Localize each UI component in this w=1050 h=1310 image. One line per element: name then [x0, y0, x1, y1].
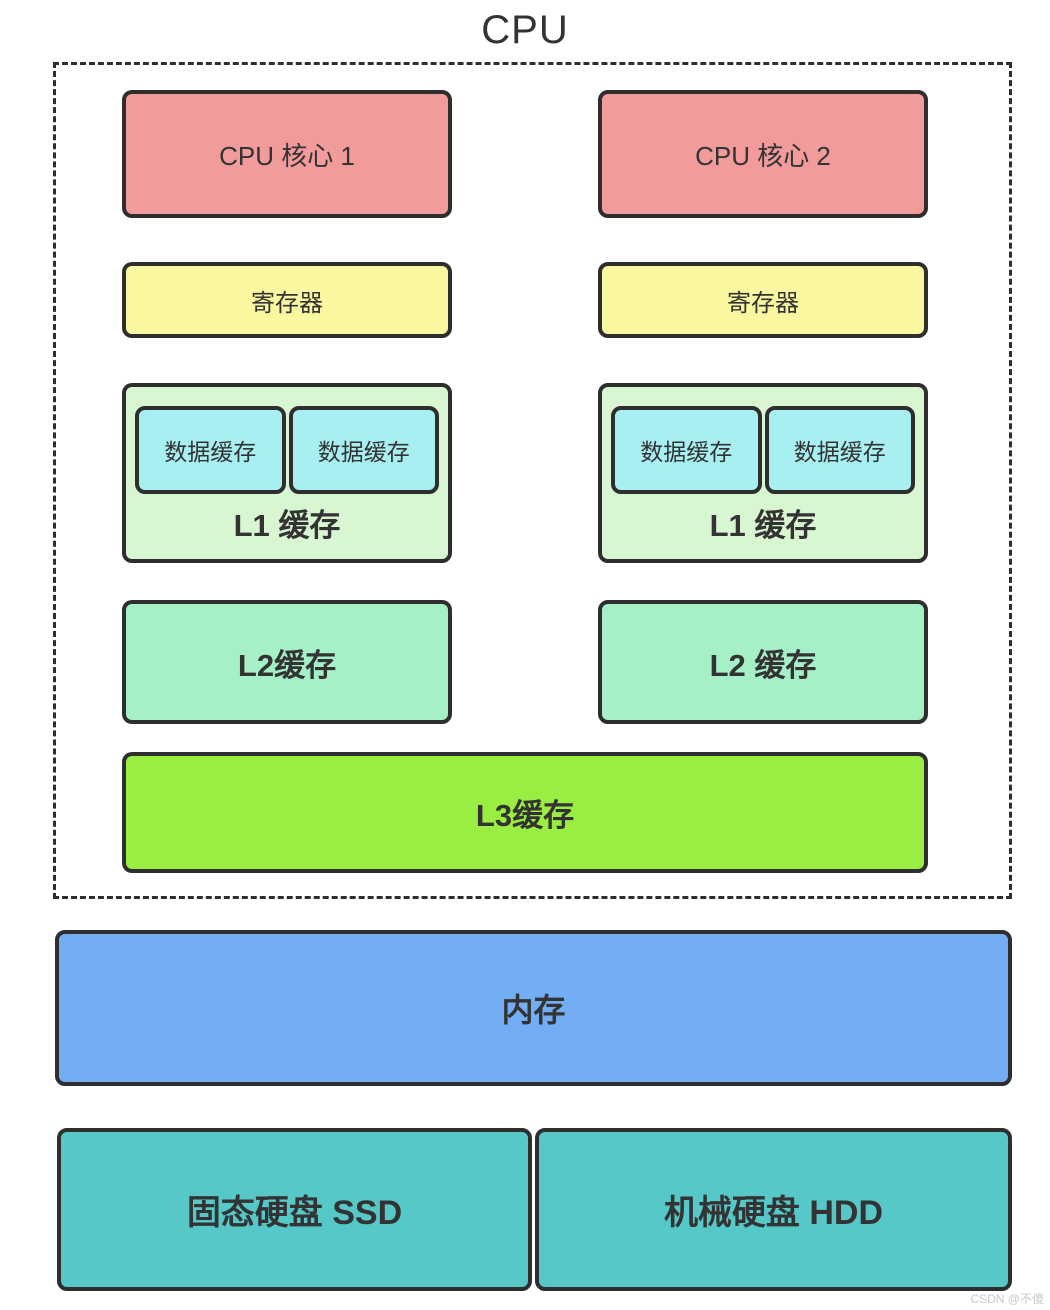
l1-data-cache-row-2: 数据缓存 数据缓存: [611, 406, 915, 494]
data-cache-block: 数据缓存: [135, 406, 286, 494]
register-1-label: 寄存器: [251, 289, 323, 317]
hdd-storage-block: 机械硬盘 HDD: [535, 1128, 1012, 1291]
cpu-core-1-block: CPU 核心 1: [122, 90, 452, 218]
cpu-core-2-block: CPU 核心 2: [598, 90, 928, 218]
hdd-label: 机械硬盘 HDD: [663, 1194, 884, 1232]
l2-cache-block-1: L2缓存: [122, 600, 452, 724]
data-cache-label: 数据缓存: [164, 439, 257, 465]
ssd-label: 固态硬盘 SSD: [186, 1194, 403, 1232]
l2-cache-1-label: L2缓存: [237, 647, 337, 683]
memory-block: 内存: [55, 930, 1012, 1086]
ssd-storage-block: 固态硬盘 SSD: [57, 1128, 532, 1291]
data-cache-label: 数据缓存: [317, 439, 410, 465]
cpu-package-title: CPU: [481, 8, 569, 52]
data-cache-block: 数据缓存: [288, 406, 439, 494]
register-2-label: 寄存器: [727, 289, 799, 317]
l1-cache-1-label: L1 缓存: [233, 508, 341, 543]
l2-cache-2-label: L2 缓存: [709, 647, 817, 683]
data-cache-label: 数据缓存: [640, 439, 733, 465]
l1-cache-2-label: L1 缓存: [709, 508, 817, 543]
watermark-text: CSDN @不傻: [970, 1292, 1044, 1306]
cpu-core-2-label: CPU 核心 2: [695, 140, 831, 171]
l3-cache-block: L3缓存: [122, 752, 928, 873]
l1-cache-block-1: 数据缓存 数据缓存 L1 缓存: [122, 383, 452, 563]
l1-cache-block-2: 数据缓存 数据缓存 L1 缓存: [598, 383, 928, 563]
data-cache-label: 数据缓存: [793, 439, 886, 465]
memory-label: 内存: [501, 992, 566, 1028]
data-cache-block: 数据缓存: [764, 406, 915, 494]
l1-data-cache-row-1: 数据缓存 数据缓存: [135, 406, 439, 494]
l3-cache-label: L3缓存: [475, 798, 575, 833]
register-block-1: 寄存器: [122, 262, 452, 338]
cpu-package-container: CPU 核心 1 寄存器 数据缓存 数据缓存 L1 缓存 L2缓存 CPU 核心…: [53, 62, 1012, 899]
register-block-2: 寄存器: [598, 262, 928, 338]
cpu-core-1-label: CPU 核心 1: [219, 140, 355, 171]
data-cache-block: 数据缓存: [611, 406, 762, 494]
l2-cache-block-2: L2 缓存: [598, 600, 928, 724]
